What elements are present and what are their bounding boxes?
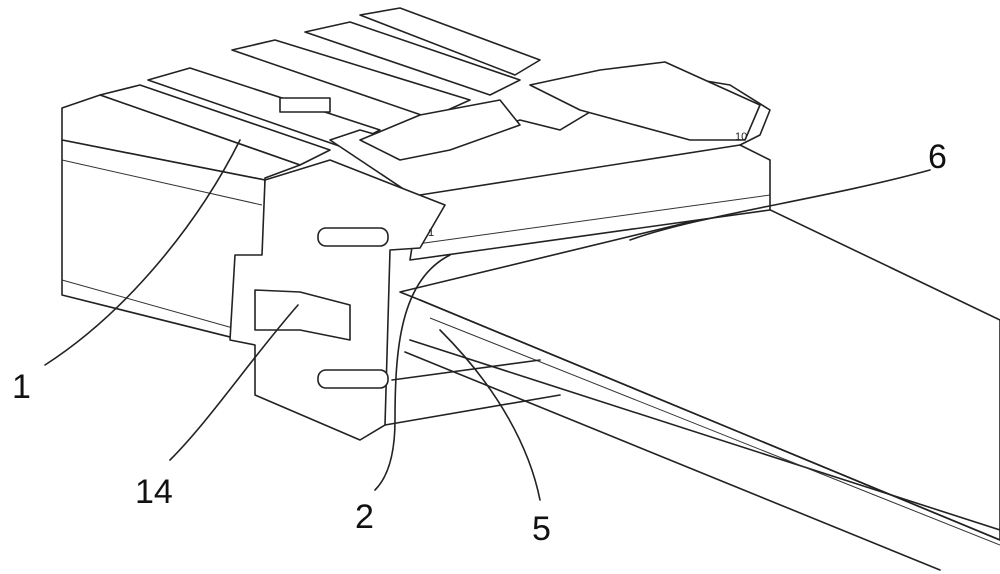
marking-pin-last: 10 [735,132,747,143]
label-cable: 6 [928,140,947,174]
label-latch: 14 [135,475,173,509]
marking-pin-first: 1 [428,228,434,239]
label-contact: 2 [355,500,374,534]
label-housing: 1 [12,370,31,404]
flat-cable [400,205,1000,570]
label-terminal: 5 [532,512,551,546]
